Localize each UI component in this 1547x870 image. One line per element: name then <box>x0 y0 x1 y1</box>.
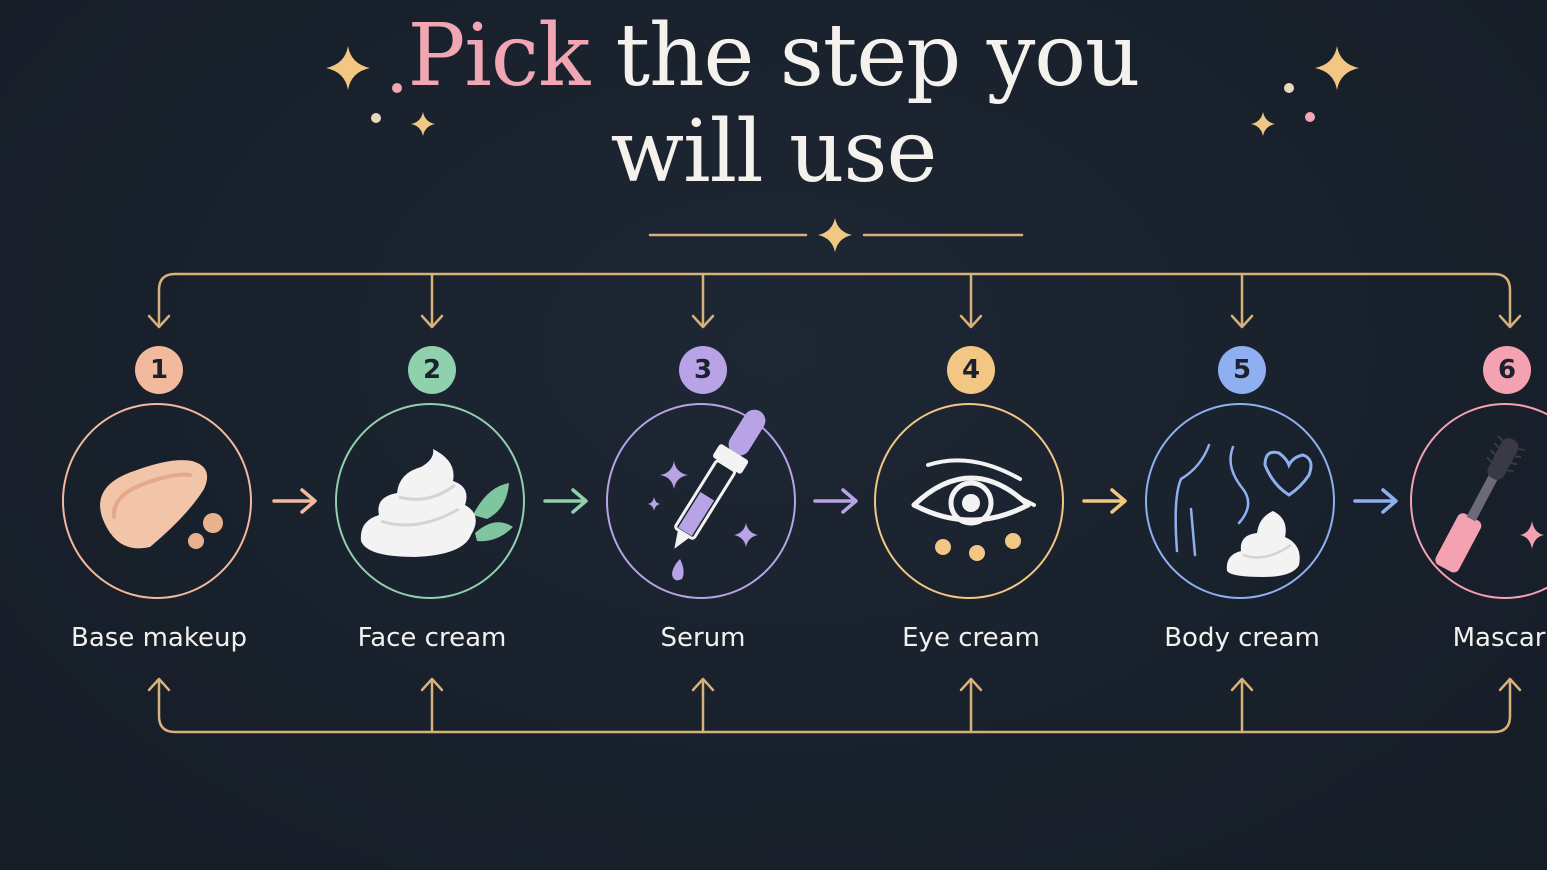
step-icon-ring <box>606 403 796 599</box>
step-label: Eye cream <box>902 623 1040 653</box>
step-number-badge: 5 <box>1218 346 1266 394</box>
arrow-up-icon <box>1498 677 1522 692</box>
dropper-icon <box>648 409 766 581</box>
arrow-up-icon <box>691 677 715 692</box>
top-bracket <box>157 272 1512 326</box>
step-icon-ring <box>335 403 525 599</box>
divider-star-icon <box>818 218 852 252</box>
flow-arrow-icon <box>272 488 317 514</box>
step-label: Face cream <box>357 623 507 653</box>
step-number-badge: 3 <box>679 346 727 394</box>
step-icon-ring <box>62 403 252 599</box>
foundation-swatch-icon <box>100 460 223 549</box>
step-icon-ring <box>1410 403 1547 599</box>
step-label: Serum <box>660 623 746 653</box>
title-line-1: the step you <box>589 6 1141 106</box>
step-card-mascara[interactable]: 6 Mascara <box>1387 346 1547 666</box>
arrow-down-icon <box>1230 314 1254 329</box>
bottom-bracket <box>157 680 1512 734</box>
arrow-up-icon <box>1230 677 1254 692</box>
flow-arrow-icon <box>1082 488 1127 514</box>
step-card-face-cream[interactable]: 2 Face cream <box>312 346 552 666</box>
step-card-base-makeup[interactable]: 1 Base makeup <box>39 346 279 666</box>
step-number-badge: 1 <box>135 346 183 394</box>
title-accent-word: Pick <box>407 6 591 106</box>
step-label: Mascara <box>1452 623 1547 653</box>
arrow-down-icon <box>420 314 444 329</box>
step-number-badge: 4 <box>947 346 995 394</box>
cream-swirl-icon <box>360 449 513 557</box>
step-label: Base makeup <box>71 623 247 653</box>
arrow-down-icon <box>691 314 715 329</box>
step-number-badge: 2 <box>408 346 456 394</box>
step-card-body-cream[interactable]: 5 Body cream <box>1122 346 1362 666</box>
flow-arrow-icon <box>813 488 858 514</box>
step-icon-ring <box>1145 403 1335 599</box>
eye-icon <box>911 458 1036 561</box>
flow-arrow-icon <box>1353 488 1398 514</box>
arrow-down-icon <box>959 314 983 329</box>
arrow-up-icon <box>147 677 171 692</box>
page-title: Pick the step you will use <box>0 8 1547 200</box>
title-line-2: will use <box>610 102 938 202</box>
step-card-serum[interactable]: 3 Serum <box>583 346 823 666</box>
arrow-down-icon <box>1498 314 1522 329</box>
sparkle-right-icon <box>1251 46 1359 136</box>
step-card-eye-cream[interactable]: 4 Eye cream <box>851 346 1091 666</box>
flow-arrow-icon <box>543 488 588 514</box>
body-cream-icon <box>1174 443 1313 577</box>
step-icon-ring <box>874 403 1064 599</box>
mascara-wand-icon <box>1435 435 1544 573</box>
step-number-badge: 6 <box>1483 346 1531 394</box>
step-label: Body cream <box>1164 623 1320 653</box>
arrow-up-icon <box>959 677 983 692</box>
arrow-down-icon <box>147 314 171 329</box>
sparkle-left-icon <box>326 46 435 136</box>
arrow-up-icon <box>420 677 444 692</box>
